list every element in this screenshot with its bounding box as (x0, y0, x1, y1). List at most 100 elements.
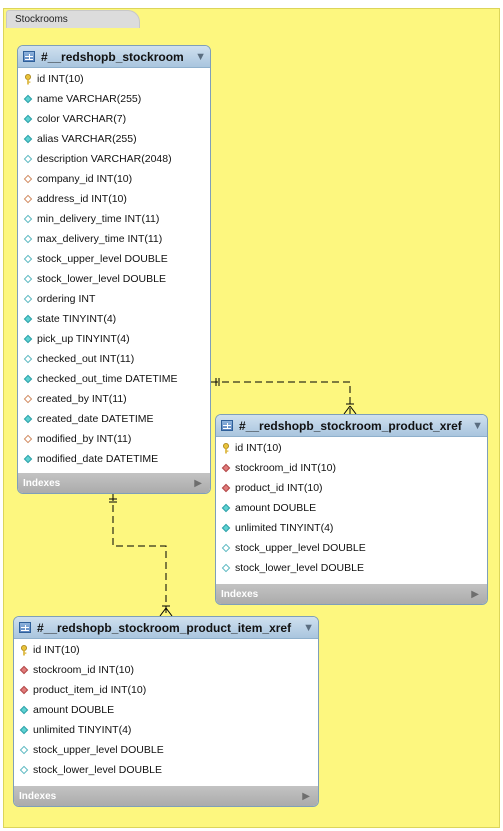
table-stockroom-product-item-xref[interactable]: #__redshopb_stockroom_product_item_xref … (13, 616, 319, 807)
column-row[interactable]: stock_upper_level DOUBLE (18, 249, 210, 269)
primary-key-icon (23, 73, 33, 84)
nullable-column-icon (221, 563, 231, 573)
not-null-column-icon (221, 523, 231, 533)
column-row[interactable]: stockroom_id INT(10) (14, 660, 318, 680)
column-row[interactable]: stock_upper_level DOUBLE (216, 538, 487, 558)
column-row[interactable]: checked_out INT(11) (18, 349, 210, 369)
column-row[interactable]: id INT(10) (18, 69, 210, 89)
table-stockroom-product-xref[interactable]: #__redshopb_stockroom_product_xref ▼ id … (215, 414, 488, 605)
layer-label[interactable]: Stockrooms (6, 10, 140, 28)
table-icon (19, 622, 31, 633)
not-null-column-icon (23, 454, 33, 464)
relationship-stockroom-product-item-xref[interactable] (109, 494, 173, 617)
column-row[interactable]: stockroom_id INT(10) (216, 458, 487, 478)
table-header[interactable]: #__redshopb_stockroom_product_xref ▼ (216, 415, 487, 437)
column-row[interactable]: state TINYINT(4) (18, 309, 210, 329)
column-label: stock_upper_level DOUBLE (37, 253, 168, 265)
column-label: product_id INT(10) (235, 482, 323, 494)
not-null-column-icon (23, 314, 33, 324)
not-null-column-icon (23, 94, 33, 104)
column-row[interactable]: name VARCHAR(255) (18, 89, 210, 109)
column-row[interactable]: description VARCHAR(2048) (18, 149, 210, 169)
table-header[interactable]: #__redshopb_stockroom_product_item_xref … (14, 617, 318, 639)
primary-key-icon (19, 644, 29, 655)
collapse-triangle-icon[interactable]: ▼ (472, 419, 483, 432)
column-label: checked_out_time DATETIME (37, 373, 178, 385)
column-row[interactable]: ordering INT (18, 289, 210, 309)
column-row[interactable]: color VARCHAR(7) (18, 109, 210, 129)
collapse-triangle-icon[interactable]: ▼ (303, 621, 314, 634)
column-row[interactable]: created_by INT(11) (18, 389, 210, 409)
column-row[interactable]: stock_lower_level DOUBLE (14, 760, 318, 780)
column-row[interactable]: stock_lower_level DOUBLE (216, 558, 487, 578)
column-row[interactable]: unlimited TINYINT(4) (14, 720, 318, 740)
not-null-column-icon (19, 705, 29, 715)
nullable-column-icon (23, 214, 33, 224)
not-null-column-icon (23, 414, 33, 424)
column-list: id INT(10)name VARCHAR(255)color VARCHAR… (18, 68, 210, 469)
column-list: id INT(10) stockroom_id INT(10) product_id… (216, 437, 487, 578)
column-label: stockroom_id INT(10) (235, 462, 336, 474)
column-row[interactable]: modified_by INT(11) (18, 429, 210, 449)
collapse-triangle-icon[interactable]: ▼ (195, 50, 206, 63)
column-row[interactable]: pick_up TINYINT(4) (18, 329, 210, 349)
not-null-column-icon (23, 374, 33, 384)
column-row[interactable]: unlimited TINYINT(4) (216, 518, 487, 538)
column-label: modified_by INT(11) (37, 433, 132, 445)
column-row[interactable]: company_id INT(10) (18, 169, 210, 189)
column-label: unlimited TINYINT(4) (33, 724, 132, 736)
table-icon (221, 420, 233, 431)
column-label: stockroom_id INT(10) (33, 664, 134, 676)
column-row[interactable]: max_delivery_time INT(11) (18, 229, 210, 249)
not-null-column-icon (221, 503, 231, 513)
column-label: address_id INT(10) (37, 193, 127, 205)
nullable-column-icon (23, 354, 33, 364)
relationship-stockroom-product-xref[interactable] (211, 378, 357, 415)
column-row[interactable]: stock_lower_level DOUBLE (18, 269, 210, 289)
indexes-label: Indexes (23, 477, 61, 489)
nullable-foreign-key-icon (23, 174, 33, 184)
column-label: id INT(10) (235, 442, 282, 454)
column-label: checked_out INT(11) (37, 353, 135, 365)
not-null-column-icon (23, 334, 33, 344)
nullable-column-icon (23, 234, 33, 244)
expand-triangle-icon[interactable]: ▶ (471, 588, 479, 600)
indexes-section[interactable]: Indexes ▶ (18, 473, 210, 493)
column-row[interactable]: id INT(10) (14, 640, 318, 660)
column-label: stock_upper_level DOUBLE (235, 542, 366, 554)
foreign-key-icon (221, 463, 231, 473)
column-row[interactable]: amount DOUBLE (216, 498, 487, 518)
expand-triangle-icon[interactable]: ▶ (194, 477, 202, 489)
column-row[interactable]: amount DOUBLE (14, 700, 318, 720)
column-label: product_item_id INT(10) (33, 684, 147, 696)
not-null-column-icon (23, 134, 33, 144)
column-row[interactable]: modified_date DATETIME (18, 449, 210, 469)
column-row[interactable]: address_id INT(10) (18, 189, 210, 209)
column-row[interactable]: created_date DATETIME (18, 409, 210, 429)
column-label: company_id INT(10) (37, 173, 133, 185)
expand-triangle-icon[interactable]: ▶ (302, 790, 310, 802)
column-row[interactable]: stock_upper_level DOUBLE (14, 740, 318, 760)
indexes-section[interactable]: Indexes ▶ (14, 786, 318, 806)
column-label: min_delivery_time INT(11) (37, 213, 160, 225)
column-label: created_by INT(11) (37, 393, 127, 405)
nullable-foreign-key-icon (23, 194, 33, 204)
column-row[interactable]: alias VARCHAR(255) (18, 129, 210, 149)
column-row[interactable]: checked_out_time DATETIME (18, 369, 210, 389)
indexes-section[interactable]: Indexes ▶ (216, 584, 487, 604)
table-title: #__redshopb_stockroom (41, 49, 184, 64)
nullable-column-icon (23, 154, 33, 164)
column-label: stock_lower_level DOUBLE (33, 764, 162, 776)
table-title: #__redshopb_stockroom_product_item_xref (37, 620, 292, 635)
column-row[interactable]: min_delivery_time INT(11) (18, 209, 210, 229)
column-row[interactable]: id INT(10) (216, 438, 487, 458)
column-label: description VARCHAR(2048) (37, 153, 172, 165)
column-label: max_delivery_time INT(11) (37, 233, 163, 245)
column-row[interactable]: product_id INT(10) (216, 478, 487, 498)
nullable-column-icon (23, 274, 33, 284)
table-header[interactable]: #__redshopb_stockroom ▼ (18, 46, 210, 68)
column-label: amount DOUBLE (235, 502, 317, 514)
column-row[interactable]: product_item_id INT(10) (14, 680, 318, 700)
table-stockroom[interactable]: #__redshopb_stockroom ▼ id INT(10)name V… (17, 45, 211, 494)
